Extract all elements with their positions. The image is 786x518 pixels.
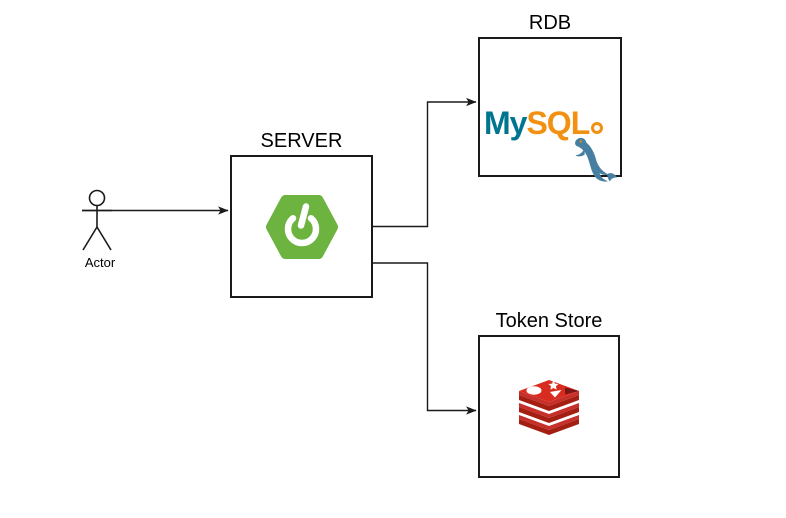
dolphin-body [575, 137, 609, 182]
mysql-text-sql: SQL [526, 105, 590, 141]
actor-label: Actor [84, 255, 116, 270]
rdb-node: RDB MySQL [478, 10, 622, 182]
redis-layer-middle-dark [519, 406, 579, 423]
mysql-dolphin-icon [575, 137, 617, 182]
rdb-box: MySQL [478, 37, 622, 182]
dolphin-fluke [607, 173, 617, 182]
token-store-node: Token Store [478, 308, 620, 478]
actor-head [88, 189, 106, 207]
redis-deco-triangle [550, 389, 562, 397]
redis-icon [519, 379, 579, 435]
mysql-wordmark: MySQL [484, 107, 620, 139]
server-label: SERVER [260, 130, 343, 152]
redis-deco-circle [526, 385, 542, 395]
actor-figure [82, 189, 112, 251]
redis-top-face [519, 379, 579, 402]
actor-leg-left [82, 226, 98, 251]
token-store-label: Token Store [495, 310, 603, 332]
edge-server-to-rdb [372, 97, 477, 228]
redis-layer-middle-light [519, 402, 579, 418]
power-bar-icon [297, 202, 309, 229]
spring-boot-icon [265, 194, 338, 259]
dolphin-eye [579, 140, 582, 143]
mysql-logo: MySQL [484, 107, 620, 182]
power-arc-icon [284, 214, 319, 246]
redis-deco-star [548, 380, 559, 390]
redis-deco-notch [565, 387, 579, 394]
mysql-text-my: My [484, 105, 527, 141]
mysql-dot-icon [591, 122, 604, 134]
redis-layer-top-dark [519, 394, 579, 411]
redis-layer-bottom-light [519, 414, 579, 430]
actor-leg-right [96, 226, 112, 251]
redis-layer-top-light [519, 390, 579, 406]
rdb-label: RDB [528, 12, 572, 34]
edge-server-to-token-store [372, 262, 477, 415]
dolphin-flipper [575, 148, 585, 157]
token-store-box [478, 335, 620, 478]
server-node: SERVER [230, 128, 373, 298]
server-box [230, 155, 373, 298]
redis-layer-bottom-dark [519, 418, 579, 435]
